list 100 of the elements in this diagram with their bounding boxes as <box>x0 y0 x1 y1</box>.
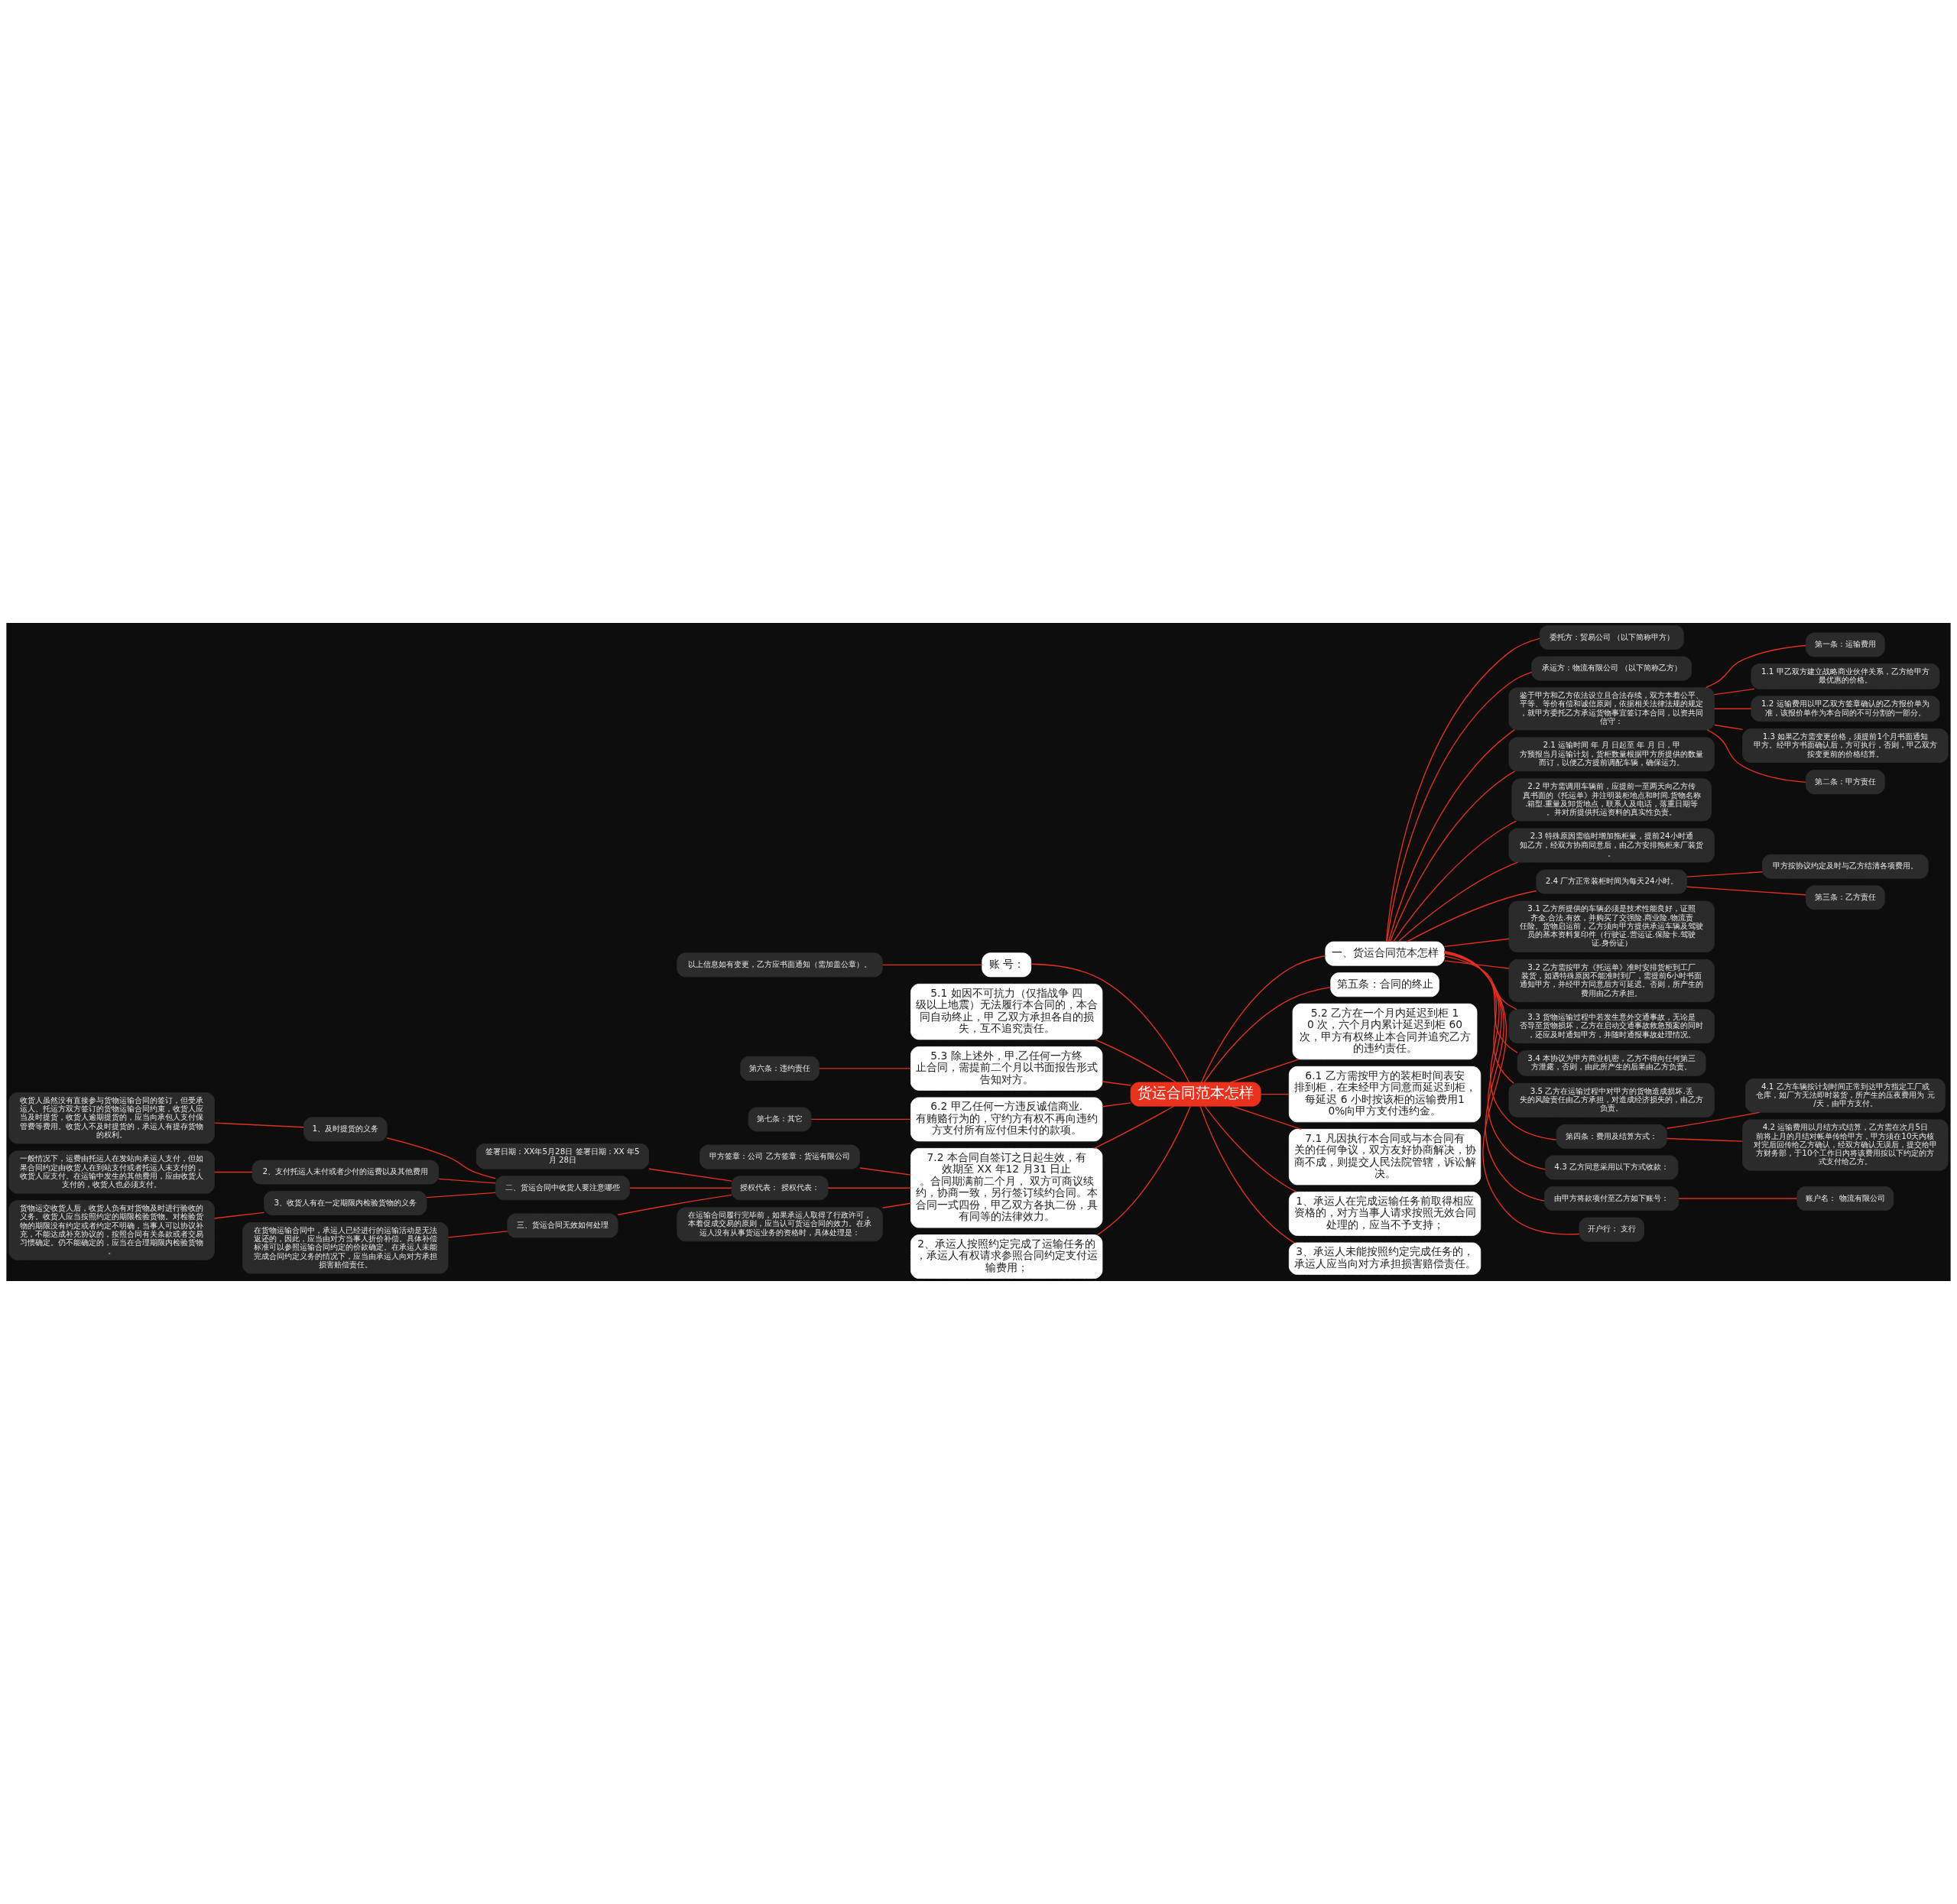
connector <box>1713 688 1755 696</box>
connector <box>1443 952 1515 1084</box>
connector <box>1392 820 1517 942</box>
node-box: 3.2 乙方需按甲方《托运单》准时安排货柜到工厂装货，如遇特殊原因不能准时到厂，需提前6小时书面通知甲方，并经甲方同意后方可延迟。否则，所产生的费用由乙方承担。 <box>1508 959 1715 1003</box>
connector <box>426 1192 496 1199</box>
node-box: 4.1 乙方车辆按计划时间正常到达甲方指定工厂或仓库，如厂方无法即时装货，所产生的压夜费用为 元/天，由甲方支付。 <box>1745 1078 1946 1113</box>
connector <box>818 1068 911 1069</box>
node-box: 第七条：其它 <box>748 1107 812 1132</box>
connector <box>1199 1105 1295 1244</box>
node-box: 账 号： <box>982 952 1032 978</box>
node-box: 4.3 乙方同意采用以下方式收款： <box>1544 1155 1679 1180</box>
node-box: 一般情况下，运费由托运人在发站向承运人支付，但如果合同约定由收货人在到站支付或者托运人未支付的，收货人应支付。在运输中发生的其他费用，应由收货人支付的，收货人也必须支付。 <box>8 1150 215 1194</box>
connector <box>1443 952 1518 1053</box>
connector <box>1666 1137 1744 1142</box>
node-box: 3.4 本协议为甲方商业机密，乙方不得向任何第三方泄露，否则，由此所产生的后果由乙方负责。 <box>1517 1050 1706 1076</box>
connector <box>447 1231 508 1238</box>
node-box: 3.1 乙方所提供的车辆必须是技术性能良好，证照齐全.合法.有效，并购买了交强险.商业险.物流责任险。货物启运前，乙方须向甲方提供承运车辆及驾驶员的基本资料复印件（行驶证.营运证.保险卡.驾驶证.身份证） <box>1508 900 1715 952</box>
connector <box>1686 871 1764 877</box>
node-box: 以上信息如有变更，乙方应书面通知（需加盖公章）。 <box>677 952 883 978</box>
connector <box>1706 729 1806 783</box>
connector <box>213 1122 304 1128</box>
node-box: 5.2 乙方在一个月内延迟到柜 10 次，六个月内累计延迟到柜 60 次，甲方有权终止本合同并追究乙方的违约责任。 <box>1292 1003 1478 1060</box>
connector <box>1102 1102 1131 1108</box>
connector <box>881 1202 912 1208</box>
connector <box>1385 637 1540 942</box>
node-box: 2.2 甲方需调用车辆前，应提前一至两天向乙方传真书面的《托运单》并注明装柜地点和时间.货物名称.箱型.重量及卸货地点，联系人及电话，落重日期等。并对所提供托运资料的真实性负责。 <box>1511 778 1712 822</box>
node-box: 3、收货人有在一定期限内检验货物的义务 <box>264 1191 427 1216</box>
node-box: 6.1 乙方需按甲方的装柜时间表安排到柜，在未经甲方同意而延迟到柜，每延迟 6 小时按该柜的运输费用10%向甲方支付违约金。 <box>1288 1066 1482 1123</box>
connector <box>1406 890 1537 942</box>
node-box: 2、承运人按照约定完成了运输任务的，承运人有权请求参照合同约定支付运输费用； <box>910 1234 1103 1279</box>
connector <box>437 1178 496 1184</box>
node-box: 1、承运人在完成运输任务前取得相应资格的，对方当事人请求按照无效合同处理的，应当不予支持； <box>1288 1192 1482 1236</box>
node-box: 3.5 乙方在运输过程中对甲方的货物造成损坏.丢失的风险责任由乙方承担，对造成经济损失的，由乙方负责。 <box>1508 1082 1715 1117</box>
connector <box>1231 1105 1302 1130</box>
connector <box>213 1171 253 1173</box>
node-box: 三、货运合同无效如何处理 <box>507 1213 618 1238</box>
connector <box>1260 1093 1290 1095</box>
node-box: 在货物运输合同中，承运人已经进行的运输活动是无法返还的，因此，应当由对方当事人折价补偿。具体补偿标准可以参照运输合同约定的价款确定。在承运人未能完成合同约定义务的情况下，应当由承运人向对方承担损害赔偿责任。 <box>242 1222 449 1274</box>
node-box: 7.2 本合同自签订之日起生效，有效期至 XX 年12 月31 日止。合同期满前二个月， 双方可商议续约，协商一致，另行签订续约合同。本合同一式四份，甲乙双方各执二份，具有同等的法律效力。 <box>910 1148 1103 1228</box>
node-box: 二、货运合同中收货人要注意哪些 <box>495 1176 630 1201</box>
node-box: 6.2 甲乙任何一方违反诚信商业.有贿赂行为的，守约方有权不再向违约方支付所有应付但未付的款项。 <box>910 1097 1103 1142</box>
node-box: 甲方按协议约定及时与乙方结清各项费用。 <box>1762 854 1929 879</box>
node-box: 授权代表： 授权代表： <box>731 1176 829 1201</box>
node-box: 2.3 特殊原因需临时增加拖柜量，提前24小时通知乙方，经双方协商同意后，由乙方安排拖柜来厂装货。 <box>1508 828 1715 863</box>
connector <box>1443 955 1517 1010</box>
connector <box>1443 938 1510 948</box>
connector <box>386 1137 496 1179</box>
connector <box>1666 1111 1761 1129</box>
connector <box>1203 986 1332 1083</box>
node-box: 7.1 凡因执行本合同或与本合同有关的任何争议，双方友好协商解决，协商不成，则提交人民法院管辖，诉讼解决。 <box>1288 1128 1482 1186</box>
connector <box>810 1118 911 1121</box>
connector <box>617 1194 732 1215</box>
node-box: 第五条：合同的终止 <box>1330 972 1439 997</box>
connector <box>1093 1105 1175 1150</box>
node-box: 开户行： 支行 <box>1579 1217 1644 1242</box>
connector <box>1443 951 1580 1235</box>
node-box: 第一条：运输费用 <box>1806 632 1885 657</box>
node-box: 第三条：乙方责任 <box>1806 885 1885 910</box>
connector <box>1204 1105 1297 1193</box>
node-box: 在运输合同履行完毕前，如果承运人取得了行政许可，本着促成交易的原则，应当认可货运合同的效力。在承运人没有从事货运业务的资格时，具体处理是： <box>677 1207 883 1242</box>
connector <box>1387 729 1515 942</box>
connector <box>1397 861 1519 942</box>
connector <box>629 1187 732 1189</box>
node-box: 账户名： 物流有限公司 <box>1796 1186 1894 1211</box>
node-box: 1、及时提货的义务 <box>303 1117 388 1142</box>
connector <box>881 964 983 966</box>
node-box: 由甲方将款项付至乙方如下账号： <box>1544 1186 1680 1211</box>
node-box: 鉴于甲方和乙方依法设立且合法存续，双方本着公平、平等、等价有偿和诚信原则，依据相关法律法规的规定，就甲方委托乙方承运货物事宜签订本合同，以资共同信守： <box>1508 687 1715 731</box>
connector <box>1713 724 1744 731</box>
node-box: 2.4 厂方正常装柜时间为每天24小时。 <box>1536 869 1688 894</box>
node-box: 第六条：违约责任 <box>740 1056 819 1081</box>
node-box: 1.3 如果乙方需变更价格，须提前1个月书面通知甲方。经甲方书面确认后，方可执行，否则，甲乙双方按变更前的价格结算。 <box>1742 728 1949 764</box>
connector <box>1200 955 1326 1083</box>
connector <box>1705 644 1807 689</box>
node-box: 1.2 运输费用以甲乙双方签章确认的乙方报价单为准，该报价单作为本合同的不可分割的一部分。 <box>1751 696 1940 722</box>
node-box: 2、支付托运人未付或者少付的运费以及其他费用 <box>252 1160 439 1185</box>
connector <box>213 1211 265 1219</box>
connector <box>1102 1081 1131 1086</box>
node-box: 5.3 除上述外，甲.乙任何一方终止合同，需提前二个月以书面报告形式告知对方。 <box>910 1046 1103 1091</box>
node-box: 第四条：费用及结算方式： <box>1556 1124 1667 1149</box>
node-box: 5.1 如因不可抗力（仅指战争 四级以上地震）无法履行本合同的，本合同自动终止，甲 乙双方承担各自的损失，互不追究责任。 <box>910 983 1103 1040</box>
connector <box>1389 770 1516 942</box>
node-box: 收货人虽然没有直接参与货物运输合同的签订，但受承运人、托运方双方签订的货物运输合同约束，收货人应当及时提货，收货人逾期提货的，应当向承包人支付保管费等费用。收货人不及时提货的，承运人有提存货物的权利。 <box>8 1092 215 1144</box>
node-box: 签署日期：XX年5月28日 签署日期：XX 年5月 28日 <box>475 1143 650 1169</box>
connector <box>1096 1105 1191 1236</box>
connector <box>1713 708 1752 709</box>
node-box: 3、承运人未能按照约定完成任务的，承运人应当向对方承担损害赔偿责任。 <box>1288 1242 1482 1275</box>
node-box: 承运方：物流有限公司 （以下简称乙方） <box>1531 656 1692 681</box>
node-box: 第二条：甲方责任 <box>1806 770 1885 795</box>
connector <box>1030 963 1190 1083</box>
node-box: 4.2 运输费用以月结方式结算，乙方需在次月5日前将上月的月结对帐单传给甲方，甲方须在10天内核对完后回传给乙方确认，经双方确认无误后，提交给甲方财务部，于10个工作日内将该费用按以下约定的方式支付给乙方。 <box>1742 1119 1949 1171</box>
node-box: 2.1 运输时间 年 月 日起至 年 月 日，甲方预报当月运输计划，货柜数量根据甲方所提供的数量而订，以便乙方提前调配车辆，确保运力。 <box>1508 737 1715 772</box>
node-box: 一、货运合同范本怎样 <box>1325 941 1445 966</box>
connector <box>1230 1059 1300 1083</box>
node-box: 货运合同范本怎样 <box>1130 1082 1261 1107</box>
node-box: 委托方：贸易公司 （以下简称甲方） <box>1539 625 1684 650</box>
connector <box>827 1187 912 1189</box>
connector <box>1686 886 1806 896</box>
node-box: 1.1 甲乙双方建立战略商业伙伴关系，乙方给甲方最优惠的价格。 <box>1751 663 1940 689</box>
connector <box>1678 1198 1798 1199</box>
